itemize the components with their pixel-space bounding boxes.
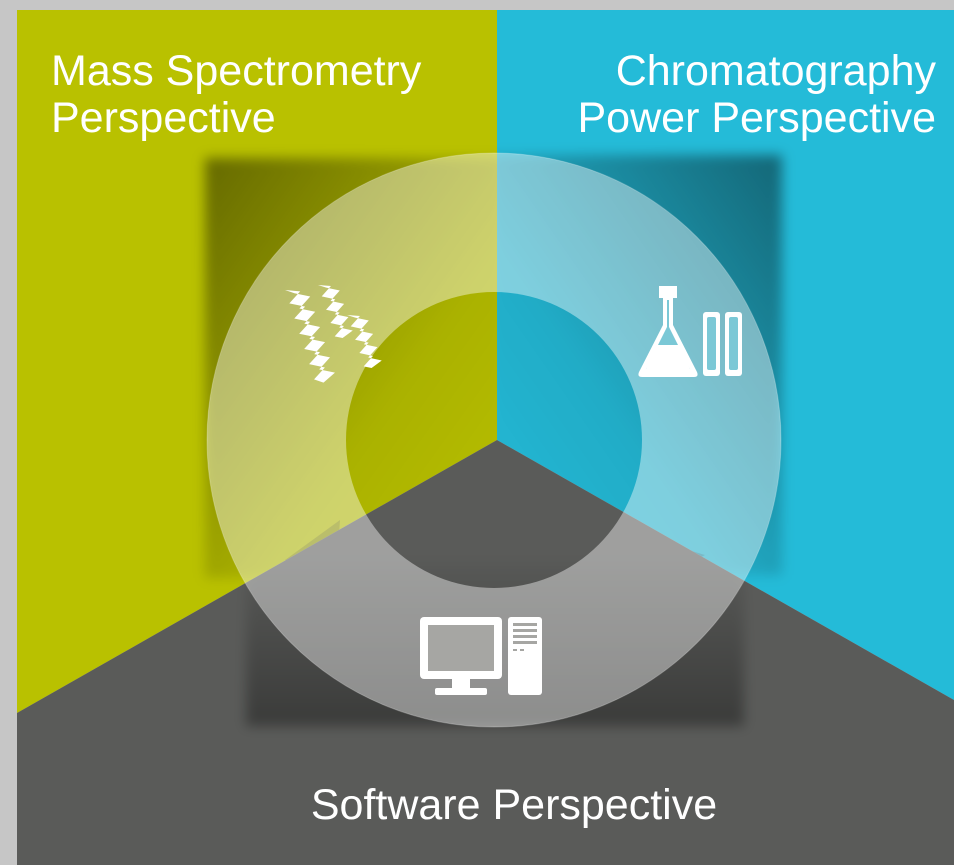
flask-test-tubes-icon	[638, 286, 742, 377]
peptide-helix-icon	[285, 285, 382, 383]
software-label: Software Perspective	[0, 781, 954, 829]
software-label-line1: Software Perspective	[310, 781, 718, 829]
desktop-computer-icon	[420, 617, 542, 695]
mass-spectrometry-label-line1: Mass Spectrometry	[51, 47, 422, 95]
chromatography-label-line1: Chromatography	[615, 47, 936, 95]
chromatography-label: Chromatography Power Perspective	[577, 47, 937, 143]
ring-outer-edge	[206, 152, 782, 728]
mass-spectrometry-label-line2: Perspective	[51, 94, 276, 143]
mass-spectrometry-label: Mass Spectrometry Perspective	[51, 47, 422, 143]
chromatography-label-line2: Power Perspective	[577, 94, 937, 143]
